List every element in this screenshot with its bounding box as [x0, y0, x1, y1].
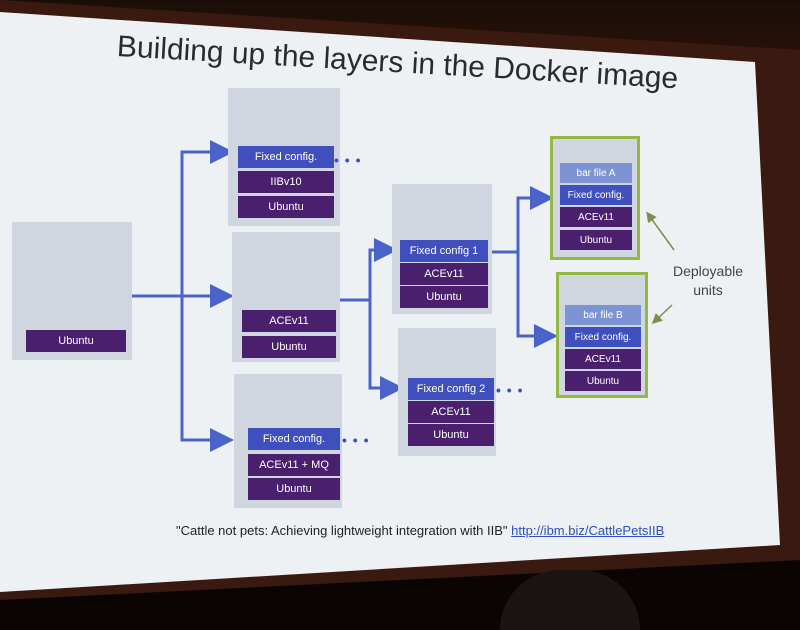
deployable-unit-b: bar file B Fixed config. ACEv11 Ubuntu [556, 272, 648, 398]
layer-fixed-config: Fixed config. [560, 185, 632, 205]
layer-ubuntu: Ubuntu [248, 478, 340, 500]
layer-ubuntu: Ubuntu [242, 336, 336, 358]
ace-base-image-card: ACEv11 Ubuntu [232, 232, 340, 362]
layer-fixed-config: Fixed config. [238, 146, 334, 168]
layer-iibv10: IIBv10 [238, 171, 334, 193]
layer-fixed-config-1: Fixed config 1 [400, 240, 488, 262]
layer-ubuntu: Ubuntu [408, 424, 494, 446]
layer-acev11: ACEv11 [242, 310, 336, 332]
continuation-dots: • • • [496, 382, 523, 398]
layer-fixed-config: Fixed config. [248, 428, 340, 450]
layer-acev11: ACEv11 [400, 263, 488, 285]
arrow-deploy-top [648, 214, 674, 250]
base-image-card: Ubuntu [12, 222, 132, 360]
layer-acev11: ACEv11 [560, 207, 632, 227]
caption-text: "Cattle not pets: Achieving lightweight … [176, 523, 508, 538]
layer-ubuntu: Ubuntu [238, 196, 334, 218]
arrow-mid-to-config1 [340, 250, 392, 300]
arrow-config1-to-barA [490, 198, 548, 252]
layer-bar-file-a: bar file A [560, 163, 632, 183]
arrow-base-to-bottom [182, 296, 228, 440]
ace-mq-image-card: Fixed config. ACEv11 + MQ Ubuntu [234, 374, 342, 508]
continuation-dots: • • • [342, 432, 369, 448]
arrow-base-to-top [182, 152, 228, 296]
config1-image-card: Fixed config 1 ACEv11 Ubuntu [392, 184, 492, 314]
deployable-unit-a: bar file A Fixed config. ACEv11 Ubuntu [550, 136, 640, 260]
slide-caption: "Cattle not pets: Achieving lightweight … [176, 523, 664, 538]
layer-acev11-mq: ACEv11 + MQ [248, 454, 340, 476]
config2-image-card: Fixed config 2 ACEv11 Ubuntu [398, 328, 496, 456]
iib-image-card: Fixed config. IIBv10 Ubuntu [228, 88, 340, 226]
deployable-line-1: Deployable [658, 262, 758, 281]
deployable-units-label: Deployable units [658, 262, 758, 300]
layer-bar-file-b: bar file B [565, 305, 641, 325]
layer-ubuntu: Ubuntu [560, 230, 632, 250]
layer-ubuntu: Ubuntu [400, 286, 488, 308]
continuation-dots: • • • [334, 152, 361, 168]
deployable-line-2: units [658, 281, 758, 300]
layer-ubuntu: Ubuntu [565, 371, 641, 391]
arrow-deploy-bottom [654, 305, 672, 322]
caption-link[interactable]: http://ibm.biz/CattlePetsIIB [511, 523, 664, 538]
layer-acev11: ACEv11 [565, 349, 641, 369]
layer-acev11: ACEv11 [408, 401, 494, 423]
layer-ubuntu: Ubuntu [26, 330, 126, 352]
layer-fixed-config-2: Fixed config 2 [408, 378, 494, 400]
arrow-config1-to-barB [518, 252, 552, 336]
layer-fixed-config: Fixed config. [565, 327, 641, 347]
